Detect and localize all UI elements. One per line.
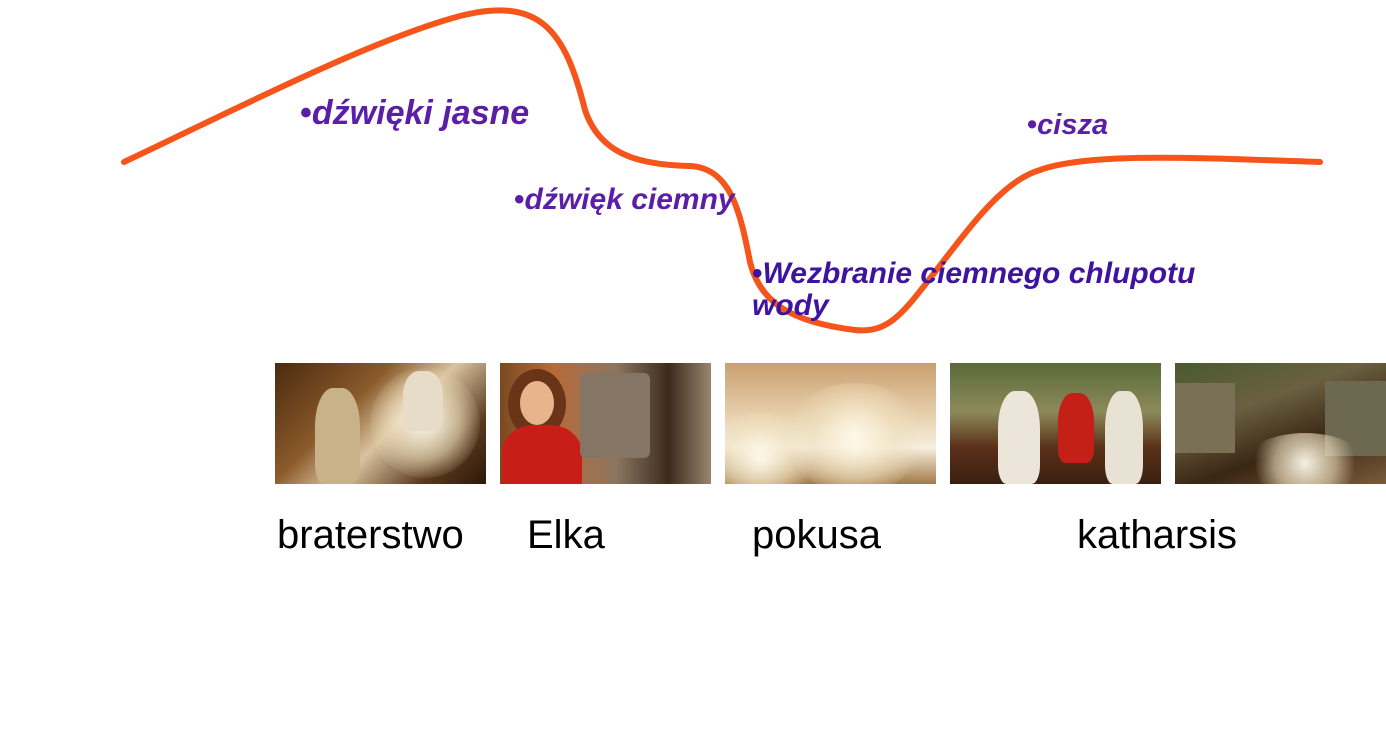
stone-wall (580, 373, 650, 458)
label-text-line1: Wezbranie ciemnego chlupotu (762, 257, 1196, 290)
boy-figure (315, 388, 360, 484)
film-frame-splashing-boys (275, 363, 486, 484)
boy-figure (403, 371, 443, 431)
caption-elka: Elka (527, 513, 605, 557)
red-dress (502, 425, 582, 484)
tension-curve (121, 7, 1323, 334)
caption-katharsis: katharsis (1077, 513, 1238, 557)
boy-figure (1105, 391, 1143, 484)
girl-face (520, 381, 554, 425)
film-frame-three-children (950, 363, 1161, 484)
label-cisza: •cisza (1027, 110, 1108, 140)
caption-pokusa: pokusa (752, 513, 881, 557)
stone-wall (1175, 383, 1235, 453)
boy-figure (998, 391, 1040, 484)
bullet-glyph: • (514, 183, 525, 216)
film-frame-empty-stream (1175, 363, 1386, 484)
caption-braterstwo: braterstwo (277, 513, 464, 557)
film-frame-girl-red-dress (500, 363, 711, 484)
bullet-glyph: • (752, 257, 763, 290)
girl-figure (1058, 393, 1094, 463)
label-text-line2: wody (752, 288, 829, 322)
water-ripple (1245, 433, 1365, 484)
label-text: cisza (1037, 109, 1109, 141)
bullet-glyph: • (1027, 109, 1038, 141)
label-dzwieki-jasne: •dźwięki jasne (300, 94, 530, 132)
label-dzwiek-ciemny: •dźwięk ciemny (514, 184, 735, 216)
bullet-glyph: • (300, 94, 312, 132)
film-frame-rushing-water (725, 363, 936, 484)
label-text: dźwięk ciemny (524, 183, 735, 216)
label-text: dźwięki jasne (311, 94, 530, 132)
